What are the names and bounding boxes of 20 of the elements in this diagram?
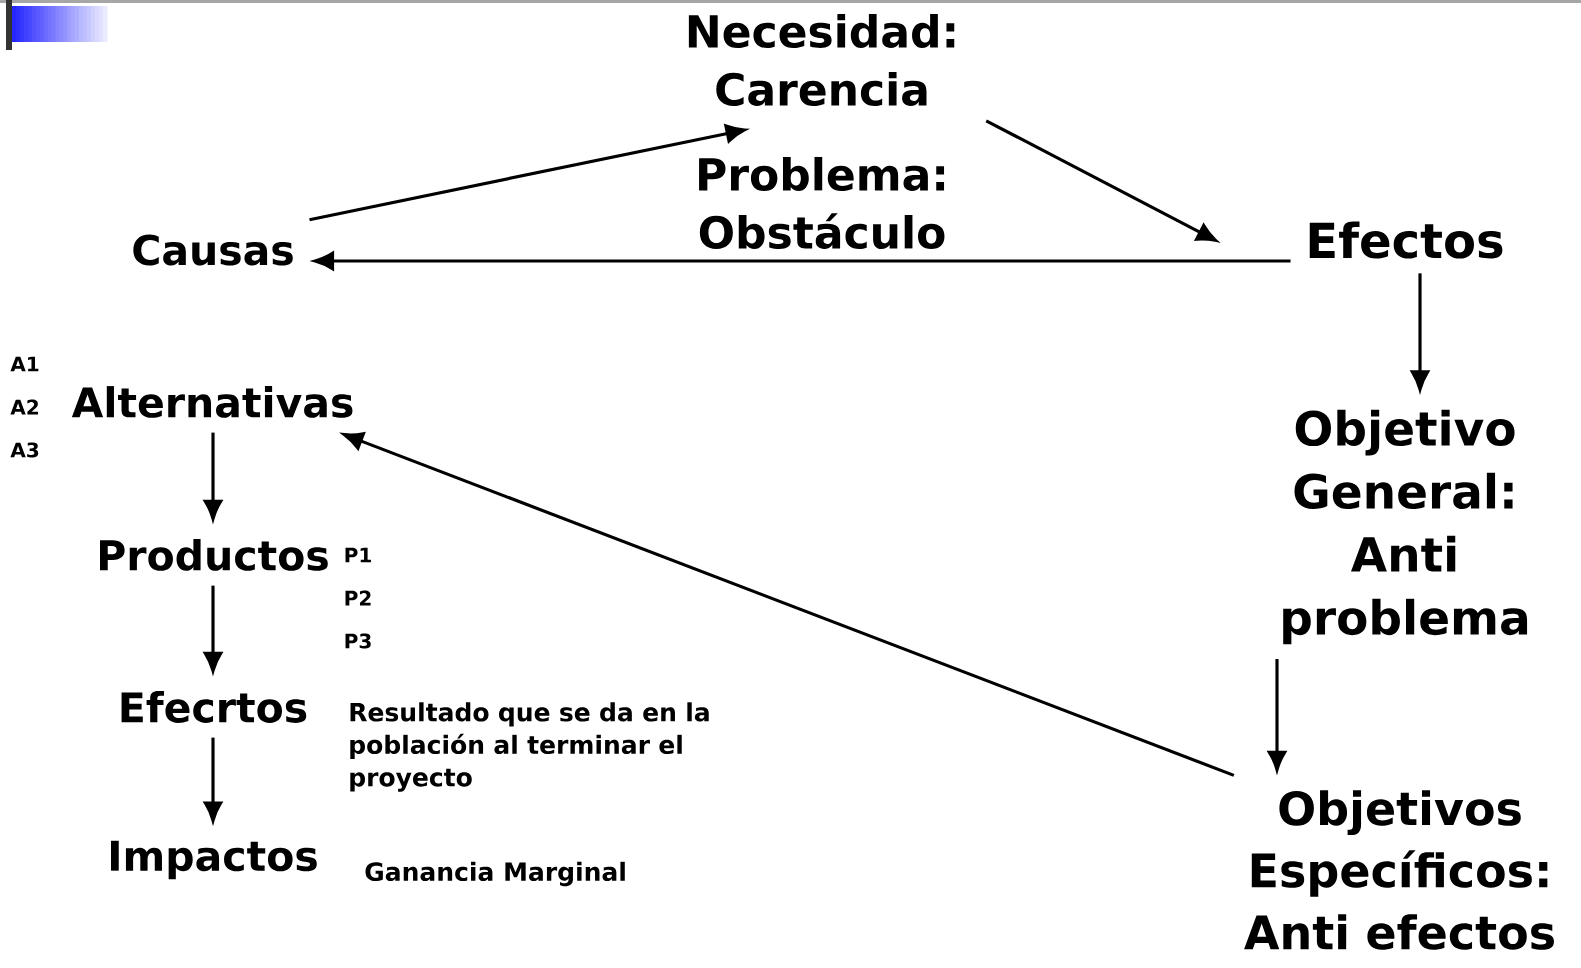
side-note: Ganancia Marginal — [365, 861, 625, 887]
concept-label: Objetivo General: Anti problema — [1283, 409, 1528, 645]
side-note: P3 — [345, 633, 371, 649]
concept-label: Efecrtos — [121, 691, 307, 723]
side-note: P1 — [345, 547, 371, 563]
concept-label: Objetivos Específicos: Anti efectos — [1244, 790, 1554, 950]
side-note: Resultado que se da en la población al terminar el proyecto — [350, 702, 709, 792]
concept-label: Necesidad: Carencia — [688, 14, 955, 107]
arrow — [985, 119, 1218, 242]
side-note: A3 — [10, 442, 39, 458]
arrow — [342, 432, 1235, 777]
concept-label: Efectos — [1309, 221, 1503, 259]
side-note: P2 — [345, 590, 371, 606]
concept-label: Productos — [100, 539, 328, 571]
side-note: A2 — [10, 399, 38, 415]
concept-label: Impactos — [111, 840, 317, 880]
concept-label: Alternativas — [71, 386, 353, 418]
concept-label: Causas — [133, 234, 293, 266]
side-note: A1 — [10, 356, 39, 372]
concept-label: Problema: Obstáculo — [699, 157, 945, 250]
